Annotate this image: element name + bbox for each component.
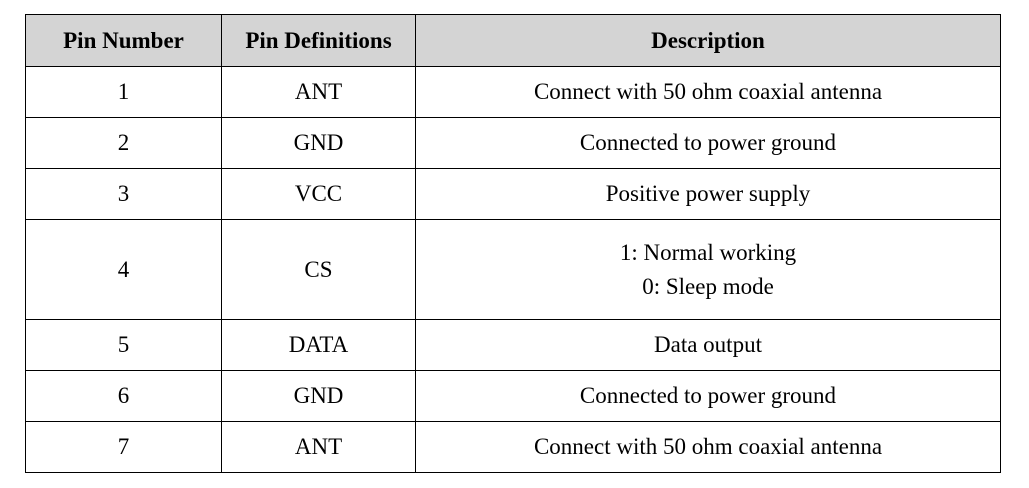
description-line: Connect with 50 ohm coaxial antenna (533, 79, 883, 104)
header-pin-number: Pin Number (25, 14, 222, 67)
cell-description: 1: Normal working 0: Sleep mode (415, 219, 1001, 320)
description-line: 0: Sleep mode (642, 273, 774, 299)
description-line: Positive power supply (605, 181, 811, 206)
cell-pin-number: 6 (25, 370, 222, 422)
cell-pin-number: 1 (25, 66, 222, 118)
table-row: 5 DATA Data output (25, 319, 1001, 371)
cell-pin-definition: GND (221, 117, 416, 169)
table-header-row: Pin Number Pin Definitions Description (25, 14, 1001, 67)
description-line: Connect with 50 ohm coaxial antenna (533, 434, 883, 459)
table-row: 6 GND Connected to power ground (25, 370, 1001, 422)
header-description: Description (415, 14, 1001, 67)
cell-pin-definition: VCC (221, 168, 416, 220)
cell-pin-number: 5 (25, 319, 222, 371)
cell-description: Connected to power ground (415, 370, 1001, 422)
cell-pin-number: 4 (25, 219, 222, 320)
cell-description: Connect with 50 ohm coaxial antenna (415, 66, 1001, 118)
table-row: 3 VCC Positive power supply (25, 168, 1001, 220)
cell-pin-definition: DATA (221, 319, 416, 371)
table-row: 1 ANT Connect with 50 ohm coaxial antenn… (25, 66, 1001, 118)
cell-pin-number: 2 (25, 117, 222, 169)
description-line: 1: Normal working (619, 239, 797, 265)
cell-pin-definition: ANT (221, 421, 416, 473)
description-line: Connected to power ground (579, 130, 837, 155)
header-pin-definitions: Pin Definitions (221, 14, 416, 67)
table-row: 2 GND Connected to power ground (25, 117, 1001, 169)
table-row: 7 ANT Connect with 50 ohm coaxial antenn… (25, 421, 1001, 473)
cell-description: Data output (415, 319, 1001, 371)
cell-pin-number: 7 (25, 421, 222, 473)
cell-description: Connected to power ground (415, 117, 1001, 169)
table-row: 4 CS 1: Normal working 0: Sleep mode (25, 219, 1001, 320)
cell-description: Positive power supply (415, 168, 1001, 220)
description-line: Data output (654, 332, 762, 357)
cell-pin-definition: CS (221, 219, 416, 320)
pin-definition-table: Pin Number Pin Definitions Description 1… (25, 14, 1001, 473)
cell-pin-definition: ANT (221, 66, 416, 118)
cell-description: Connect with 50 ohm coaxial antenna (415, 421, 1001, 473)
cell-pin-definition: GND (221, 370, 416, 422)
description-line: Connected to power ground (579, 383, 837, 408)
cell-pin-number: 3 (25, 168, 222, 220)
